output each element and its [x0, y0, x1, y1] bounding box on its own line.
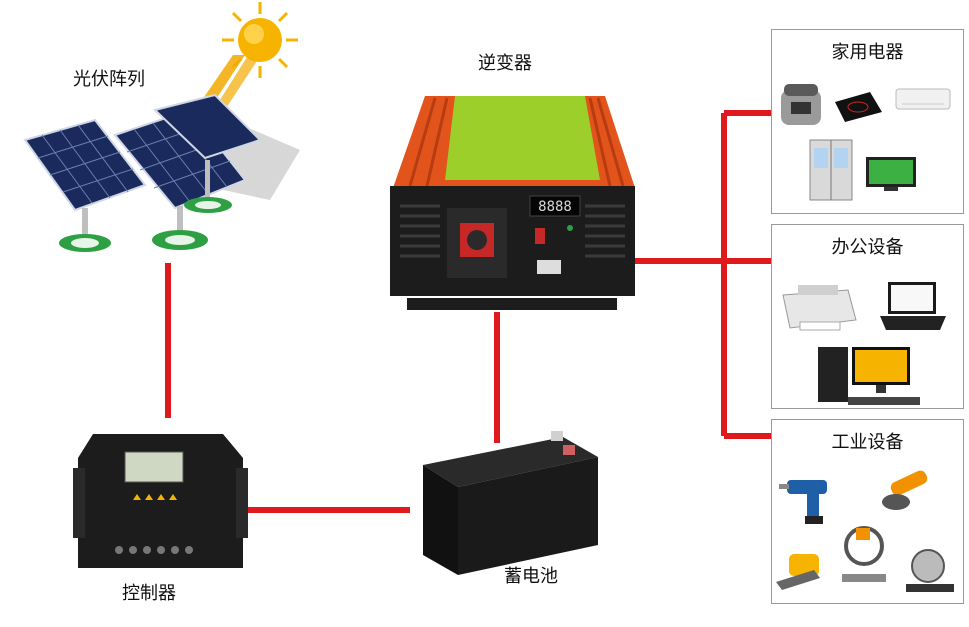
inverter-device: 8888 — [390, 96, 635, 310]
air-conditioner-icon — [895, 88, 951, 110]
angle-grinder-icon — [882, 470, 928, 510]
solar-panel-array — [23, 93, 300, 252]
office-equipment-title: 办公设备 — [831, 237, 904, 258]
electric-drill-icon — [779, 480, 827, 524]
circular-saw-icon — [842, 526, 886, 582]
desktop-computer-icon — [818, 347, 920, 405]
pv-array-label: 光伏阵列 — [73, 69, 145, 90]
chainsaw-icon — [776, 554, 820, 590]
home-appliances-box: 家用电器 — [771, 29, 964, 214]
induction-cooker-icon — [835, 92, 882, 122]
controller-label: 控制器 — [122, 583, 176, 604]
television-icon — [866, 157, 916, 191]
office-equipment-box: 办公设备 — [771, 224, 964, 409]
inverter-label: 逆变器 — [478, 53, 532, 74]
industrial-equipment-title: 工业设备 — [831, 432, 904, 453]
battery-label: 蓄电池 — [504, 566, 558, 587]
solar-panel-left — [23, 118, 147, 252]
refrigerator-icon — [809, 139, 853, 201]
svg-text:8888: 8888 — [538, 199, 572, 215]
home-appliances-title: 家用电器 — [831, 42, 904, 63]
printer-icon — [782, 285, 857, 331]
solar-panel-back — [153, 93, 262, 213]
miter-saw-icon — [906, 549, 954, 592]
charge-controller-device — [73, 434, 248, 568]
sun-icon — [222, 2, 298, 78]
laptop-icon — [880, 282, 946, 330]
rice-cooker-icon — [781, 84, 821, 125]
battery-device — [423, 431, 598, 575]
industrial-equipment-box: 工业设备 — [771, 419, 964, 604]
